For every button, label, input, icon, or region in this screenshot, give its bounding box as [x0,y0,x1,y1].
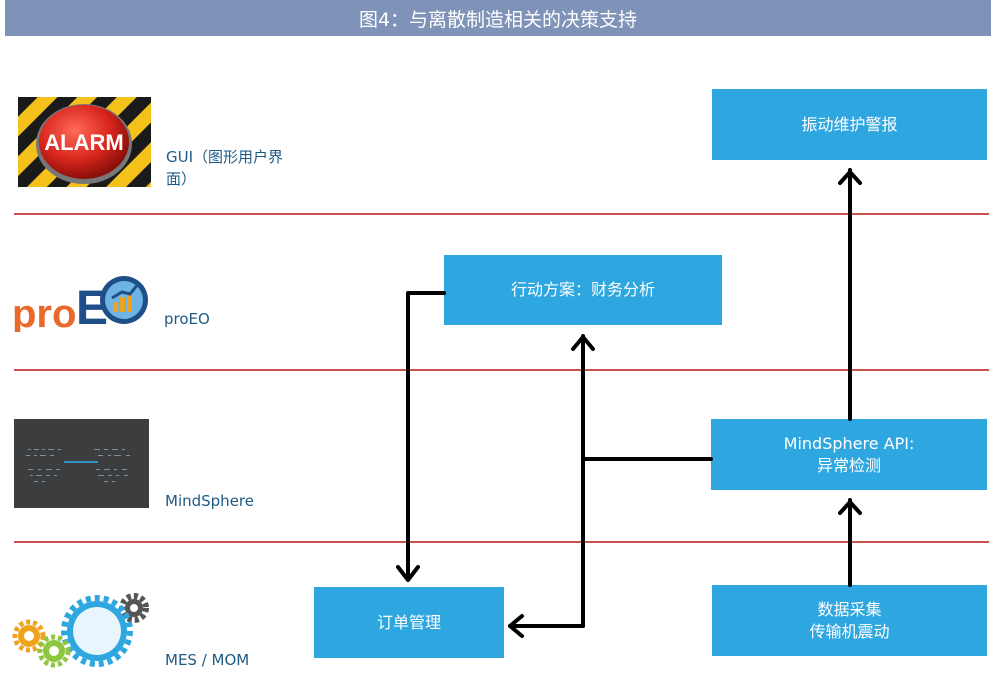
layer-divider-gui-proeo [14,213,989,215]
arrowhead-to-order [508,614,524,638]
action-plan-box: 行动方案：财务分析 [444,255,722,325]
arrowhead-plan-to-order [396,565,420,582]
alarm-icon: ALARM [18,97,151,187]
mindsphere-screen-icon [14,419,149,508]
layer-label-proeo: proEO [164,310,210,328]
layer-divider-proeo-mindsphere [14,369,989,371]
mindsphere-api-box: MindSphere API: 异常检测 [711,419,987,490]
proeo-logo-icon: pro E [12,272,152,336]
mindsphere-api-line-2: 异常检测 [816,455,881,475]
arrowhead-api-to-alert [838,170,862,185]
layer-divider-mindsphere-mes [14,541,989,543]
vibration-alert-line-1: 振动维护警报 [801,114,898,134]
data-collection-box: 数据采集 传输机震动 [712,585,987,656]
data-collection-line-1: 数据采集 [817,599,882,619]
figure-title: 图4：与离散制造相关的决策支持 [5,0,991,36]
data-collection-line-2: 传输机震动 [809,621,890,641]
arrow-plan-to-order [406,291,446,580]
gears-icon [12,590,152,670]
proeo-logo-pro: pro [12,292,76,332]
layer-label-mes: MES / MOM [165,651,250,669]
order-management-line-1: 订单管理 [376,612,441,632]
layer-label-gui: GUI（图形用户界面） [166,148,284,188]
action-plan-line-1: 行动方案：财务分析 [510,280,655,299]
vibration-alert-box: 振动维护警报 [712,89,987,160]
mindsphere-api-line-1: MindSphere API: [783,433,915,453]
layer-label-mindsphere: MindSphere [165,492,254,510]
order-management-box: 订单管理 [314,587,504,658]
alarm-logo-text: ALARM [44,130,123,155]
arrowhead-to-action-plan [571,335,595,351]
arrowhead-data-to-api [838,500,862,515]
